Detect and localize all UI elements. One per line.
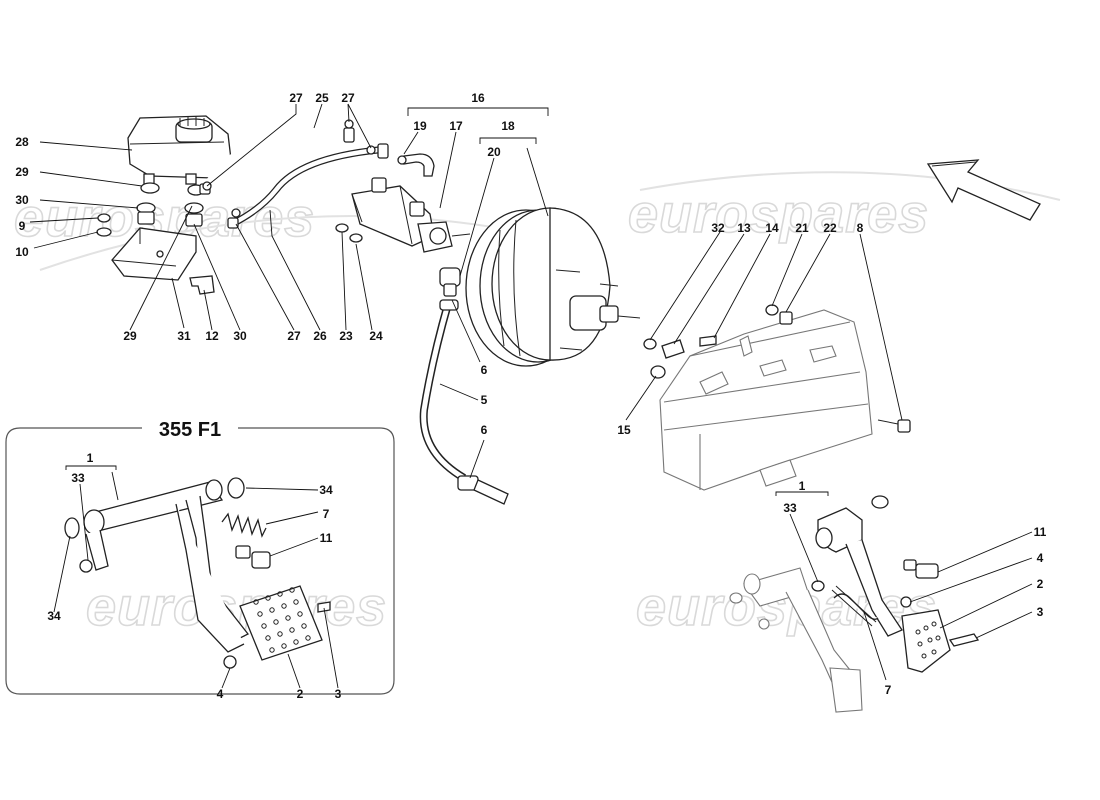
callout-13: 13 (737, 221, 751, 235)
callout-30: 30 (15, 193, 29, 207)
inset-title: 355 F1 (159, 419, 221, 441)
inset-355-f1: 355 F1 (5, 419, 395, 695)
watermark-swoosh (39, 215, 561, 271)
front-direction-arrow-icon (926, 159, 1041, 221)
callout-27: 27 (289, 91, 303, 105)
callout-18: 18 (501, 119, 515, 133)
callouts: 16 18 20 27 25 27 19 17 28 29 30 9 10 29… (15, 91, 1046, 701)
callout-4: 4 (217, 687, 224, 701)
callout-6: 6 (481, 423, 488, 437)
callout-1: 1 (799, 479, 806, 493)
callout-32: 32 (711, 221, 725, 235)
o-ring (349, 233, 363, 243)
callout-11: 11 (1034, 525, 1047, 539)
reservoir-hoses (199, 127, 389, 229)
callout-33: 33 (783, 501, 797, 515)
callout-11: 11 (320, 531, 333, 545)
callout-29: 29 (123, 329, 137, 343)
brake-master-cylinder (351, 177, 471, 253)
callout-9: 9 (19, 219, 26, 233)
callout-2: 2 (297, 687, 304, 701)
callout-33: 33 (71, 471, 85, 485)
callout-22: 22 (823, 221, 837, 235)
pedal-pad-grip (253, 587, 311, 653)
callout-15: 15 (617, 423, 631, 437)
callout-7: 7 (885, 683, 892, 697)
callout-17: 17 (449, 119, 463, 133)
callout-34: 34 (319, 483, 333, 497)
callout-16: 16 (471, 91, 485, 105)
callout-27: 27 (341, 91, 355, 105)
watermark-top-right: eurospares (628, 184, 929, 244)
callout-10: 10 (15, 245, 29, 259)
callout-8: 8 (857, 221, 864, 235)
vacuum-hose (419, 267, 509, 505)
callout-31: 31 (177, 329, 191, 343)
callout-23: 23 (339, 329, 353, 343)
clutch-pedal-assembly-right (729, 495, 980, 713)
callout-4: 4 (1037, 551, 1044, 565)
callout-3: 3 (1037, 605, 1044, 619)
pedal-box-housing (659, 309, 873, 491)
callout-29: 29 (15, 165, 29, 179)
callout-5: 5 (481, 393, 488, 407)
pedal-box-fasteners (643, 304, 911, 433)
callout-34: 34 (47, 609, 61, 623)
hose-fitting (403, 153, 435, 177)
seal-washer (335, 223, 349, 233)
callout-3: 3 (335, 687, 342, 701)
callout-6: 6 (481, 363, 488, 377)
callout-25: 25 (315, 91, 329, 105)
callout-28: 28 (15, 135, 29, 149)
callout-1: 1 (87, 451, 94, 465)
callout-27: 27 (287, 329, 301, 343)
brake-fluid-reservoir (127, 115, 233, 185)
hose-clips (202, 119, 376, 218)
callout-21: 21 (795, 221, 809, 235)
callout-30: 30 (233, 329, 247, 343)
callout-14: 14 (765, 221, 779, 235)
callout-24: 24 (369, 329, 383, 343)
callout-7: 7 (323, 507, 330, 521)
callout-2: 2 (1037, 577, 1044, 591)
brake-servo-booster (465, 207, 641, 367)
callout-20: 20 (487, 145, 501, 159)
callout-19: 19 (413, 119, 427, 133)
callout-12: 12 (205, 329, 219, 343)
callout-26: 26 (313, 329, 327, 343)
leader-lines (29, 103, 1033, 689)
